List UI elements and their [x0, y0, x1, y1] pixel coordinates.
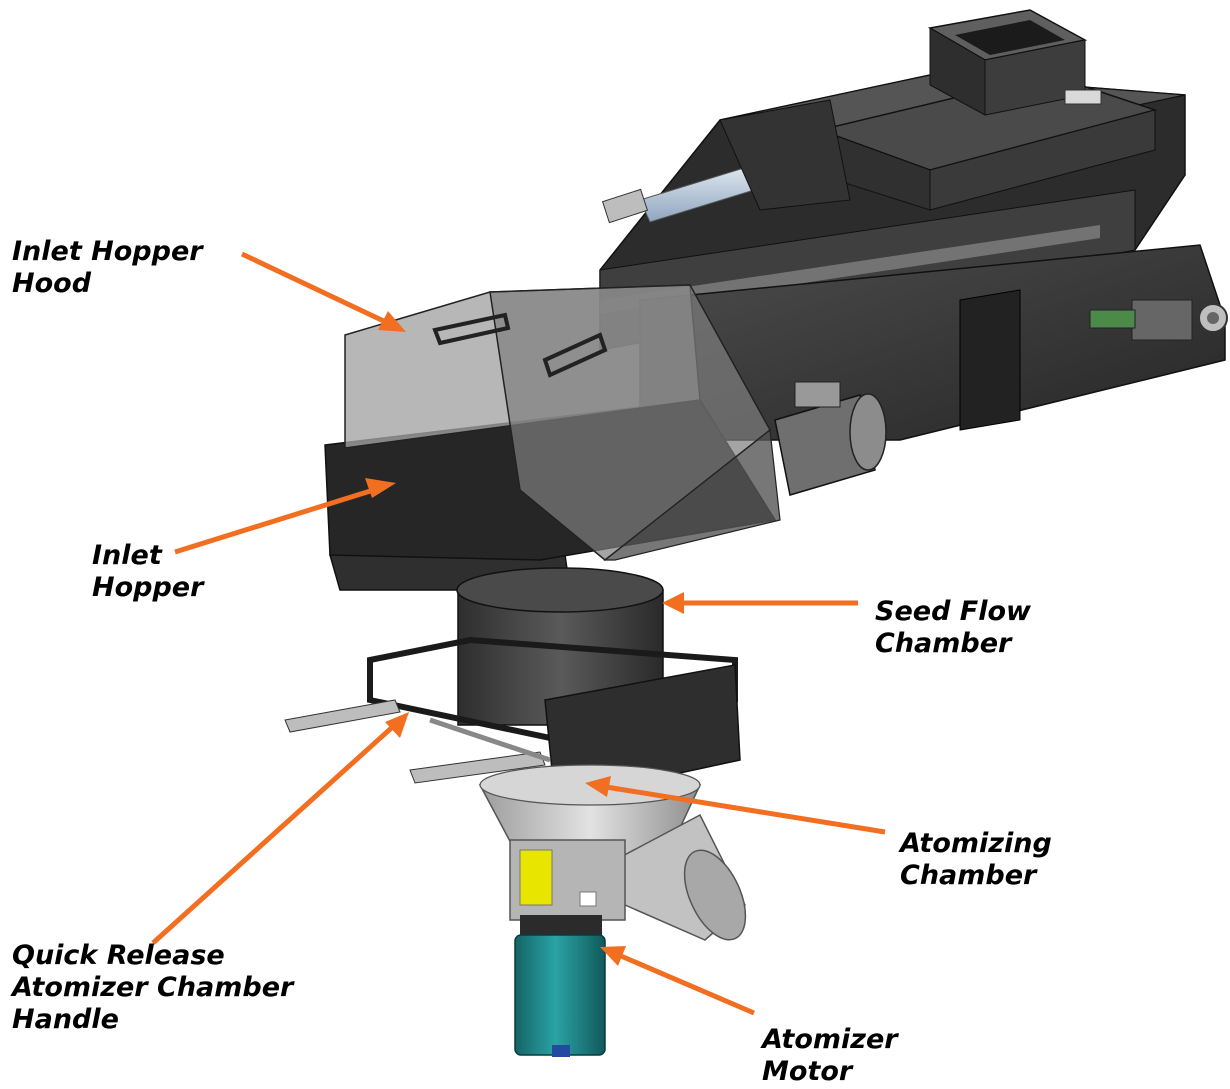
upper-inlet-box: [817, 9, 1158, 211]
label-line: Seed Flow: [875, 596, 1031, 627]
label-line: Atomizer: [762, 1024, 898, 1055]
leader-arrows: [151, 251, 886, 1016]
arrow-quick-release: [151, 712, 409, 945]
drive-motor: [774, 381, 887, 496]
hood-shape: [344, 284, 781, 561]
label-quick-release-handle: Quick Release Atomizer Chamber Handle: [12, 940, 293, 1036]
label-line: Chamber: [875, 628, 1012, 659]
arrow-inlet-hopper: [174, 478, 396, 555]
label-atomizing-chamber: Atomizing Chamber: [900, 828, 1052, 892]
label-line: Hopper: [92, 572, 204, 603]
label-line: Hood: [12, 268, 92, 299]
atomizer-motor-shape: [514, 915, 606, 1057]
label-seed-flow-chamber: Seed Flow Chamber: [875, 596, 1031, 660]
arrow-atomizing: [585, 776, 886, 835]
arrow-atomizer-motor: [600, 946, 755, 1016]
label-line: Atomizing: [900, 828, 1052, 859]
label-line: Chamber: [900, 860, 1037, 891]
label-atomizer-motor: Atomizer Motor: [762, 1024, 898, 1088]
label-line: Motor: [762, 1056, 853, 1087]
label-line: Inlet Hopper: [12, 236, 203, 267]
label-inlet-hopper-hood: Inlet Hopper Hood: [12, 236, 203, 300]
label-line: Atomizer Chamber: [12, 972, 294, 1003]
label-line: Inlet: [92, 540, 162, 571]
label-line: Handle: [12, 1004, 119, 1035]
arrow-hood: [240, 251, 406, 332]
atomizing-chamber-shape: [478, 764, 747, 941]
label-inlet-hopper: Inlet Hopper: [92, 540, 203, 604]
pneumatic-cylinder: [601, 99, 851, 224]
label-line: Quick Release: [12, 940, 225, 971]
arrow-seed-flow: [662, 592, 858, 614]
